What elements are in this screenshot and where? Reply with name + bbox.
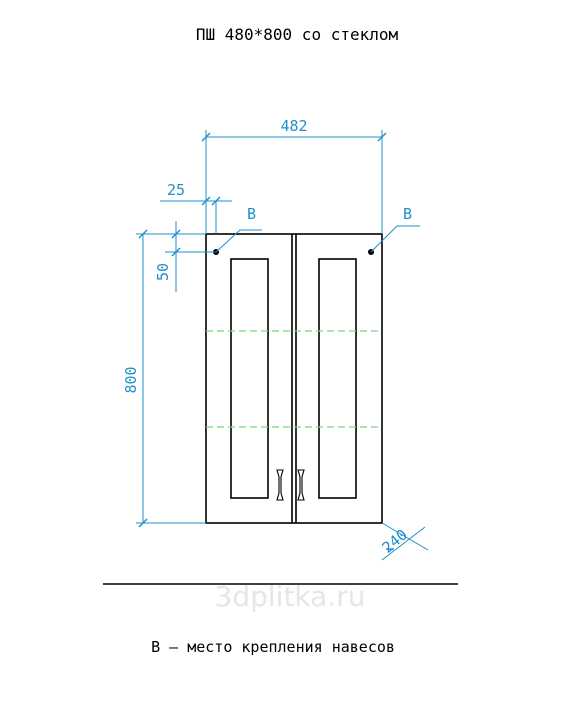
door-handles (276, 469, 305, 501)
mount-marker-right: B (403, 205, 412, 223)
tick (171, 247, 181, 257)
tick (377, 132, 387, 142)
tick (171, 229, 181, 239)
shelves (206, 330, 382, 428)
tick (138, 229, 148, 239)
cabinet-outline (205, 233, 383, 524)
left-glass-frame (230, 258, 269, 499)
drawing-title: ПШ 480*800 со стеклом (196, 25, 399, 44)
leader-left (215, 229, 262, 253)
right-handle (297, 469, 305, 501)
dimension-offset-y-label: 50 (154, 263, 172, 281)
dimension-offset-x (160, 200, 232, 234)
tick (201, 196, 211, 206)
dimension-height (136, 233, 206, 524)
cabinet-body (205, 233, 383, 524)
dimension-height-label: 800 (122, 366, 140, 393)
dimension-depth-label: 240 (379, 526, 411, 557)
watermark: 3dplitka.ru (215, 580, 366, 613)
dimension-offset-y (165, 221, 216, 292)
dimension-width (205, 130, 383, 234)
tick (138, 518, 148, 528)
dimension-offset-x-label: 25 (167, 181, 185, 199)
mount-marker-left: B (247, 205, 256, 223)
left-handle (276, 469, 284, 501)
tick (201, 132, 211, 142)
dimension-width-label: 482 (280, 117, 307, 135)
dimension-depth (381, 522, 429, 561)
leader-right (370, 225, 420, 253)
tick (211, 196, 221, 206)
right-glass-frame (318, 258, 357, 499)
legend-text: B – место крепления навесов (151, 638, 395, 656)
